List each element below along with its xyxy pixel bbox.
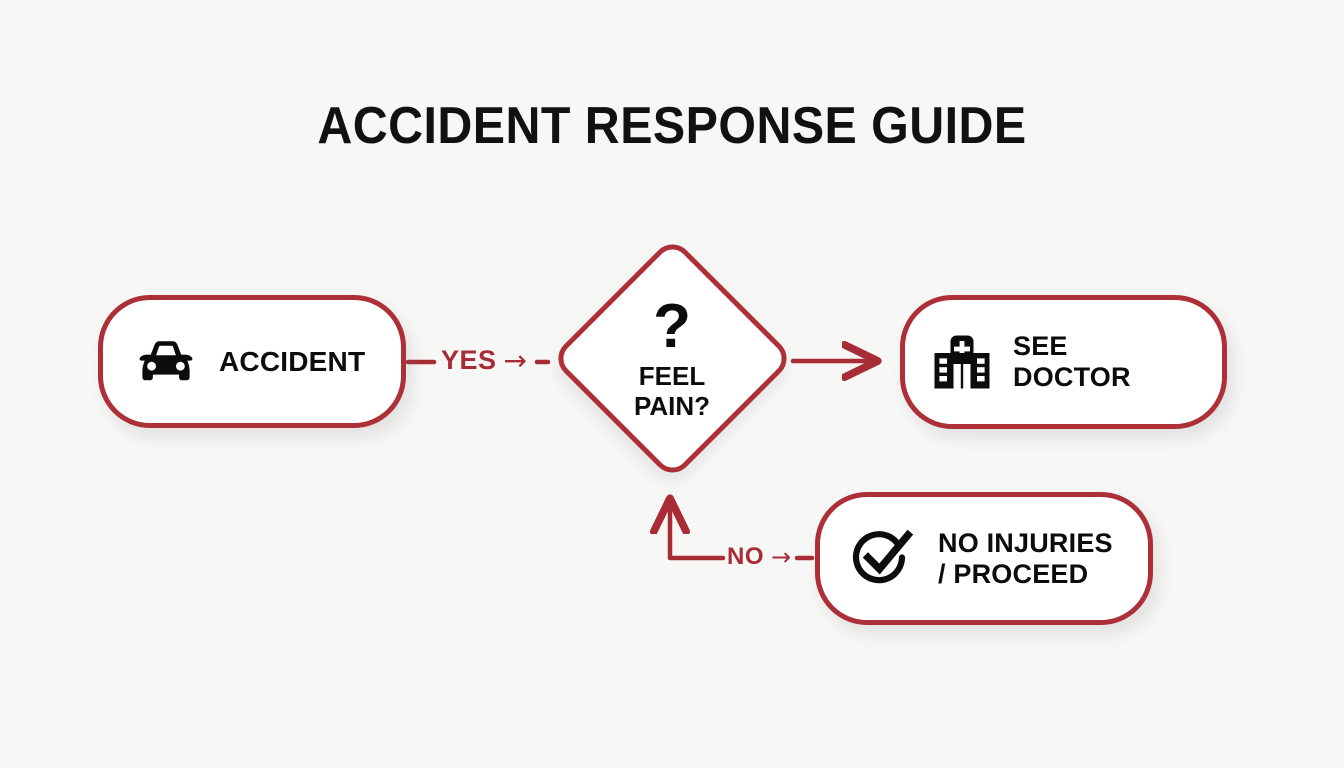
edge-label-no: NO → bbox=[727, 543, 792, 571]
connector-proceed-to-decision bbox=[670, 500, 726, 561]
edge-label-yes: YES → bbox=[441, 344, 528, 377]
edge-label-no-text: NO bbox=[727, 543, 764, 570]
check-circle-icon bbox=[850, 527, 916, 591]
node-accident-label: ACCIDENT bbox=[219, 345, 366, 377]
hospital-icon bbox=[933, 335, 991, 389]
node-no-injuries-proceed[interactable]: NO INJURIES / PROCEED bbox=[815, 492, 1153, 625]
node-see-doctor-label: SEE DOCTOR bbox=[1013, 331, 1131, 392]
node-no-injuries-proceed-label: NO INJURIES / PROCEED bbox=[938, 527, 1113, 589]
page-title: ACCIDENT RESPONSE GUIDE bbox=[317, 97, 1027, 155]
node-accident[interactable]: ACCIDENT bbox=[98, 295, 406, 428]
node-see-doctor[interactable]: SEE DOCTOR bbox=[900, 295, 1227, 429]
arrow-right-icon: → bbox=[503, 344, 528, 377]
edge-label-yes-text: YES bbox=[441, 345, 497, 375]
arrow-right-icon: → bbox=[771, 543, 792, 571]
car-icon bbox=[137, 339, 195, 385]
